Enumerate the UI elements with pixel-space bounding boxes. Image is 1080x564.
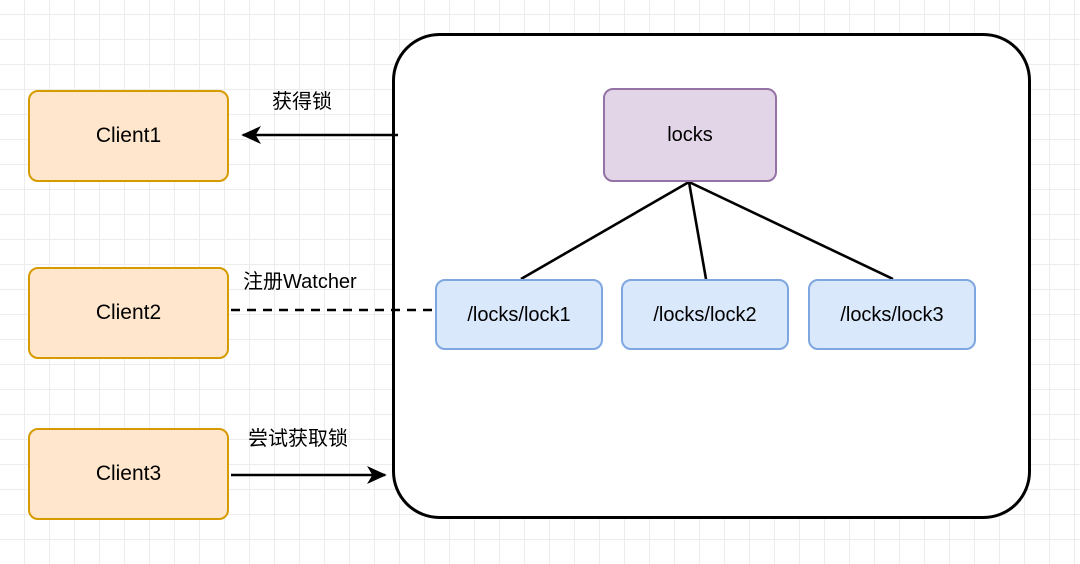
tree-node-locks[interactable]: locks (603, 88, 777, 182)
tree-node-label: /locks/lock1 (467, 303, 571, 326)
tree-edge-lock3 (688, 180, 894, 281)
edge-label-try-acquire-lock: 尝试获取锁 (248, 428, 348, 450)
tree-node-lock2[interactable]: /locks/lock2 (621, 279, 789, 350)
client-node-client2[interactable]: Client2 (28, 267, 229, 359)
tree-edge-lock2 (687, 181, 708, 280)
tree-node-lock1[interactable]: /locks/lock1 (435, 279, 603, 350)
client-node-label: Client3 (95, 462, 162, 486)
client-node-client3[interactable]: Client3 (28, 428, 229, 520)
client-node-label: Client1 (95, 124, 162, 148)
zookeeper-container (392, 33, 1031, 519)
tree-edge-lock1 (520, 180, 690, 281)
tree-node-lock3[interactable]: /locks/lock3 (808, 279, 976, 350)
client-node-label: Client2 (95, 301, 162, 325)
tree-node-label: locks (667, 124, 713, 146)
client-node-client1[interactable]: Client1 (28, 90, 229, 182)
edge-label-acquire-lock: 获得锁 (272, 91, 332, 113)
tree-node-label: /locks/lock3 (840, 303, 944, 326)
edge-label-register-watcher: 注册Watcher (243, 271, 357, 293)
tree-node-label: /locks/lock2 (653, 303, 757, 326)
